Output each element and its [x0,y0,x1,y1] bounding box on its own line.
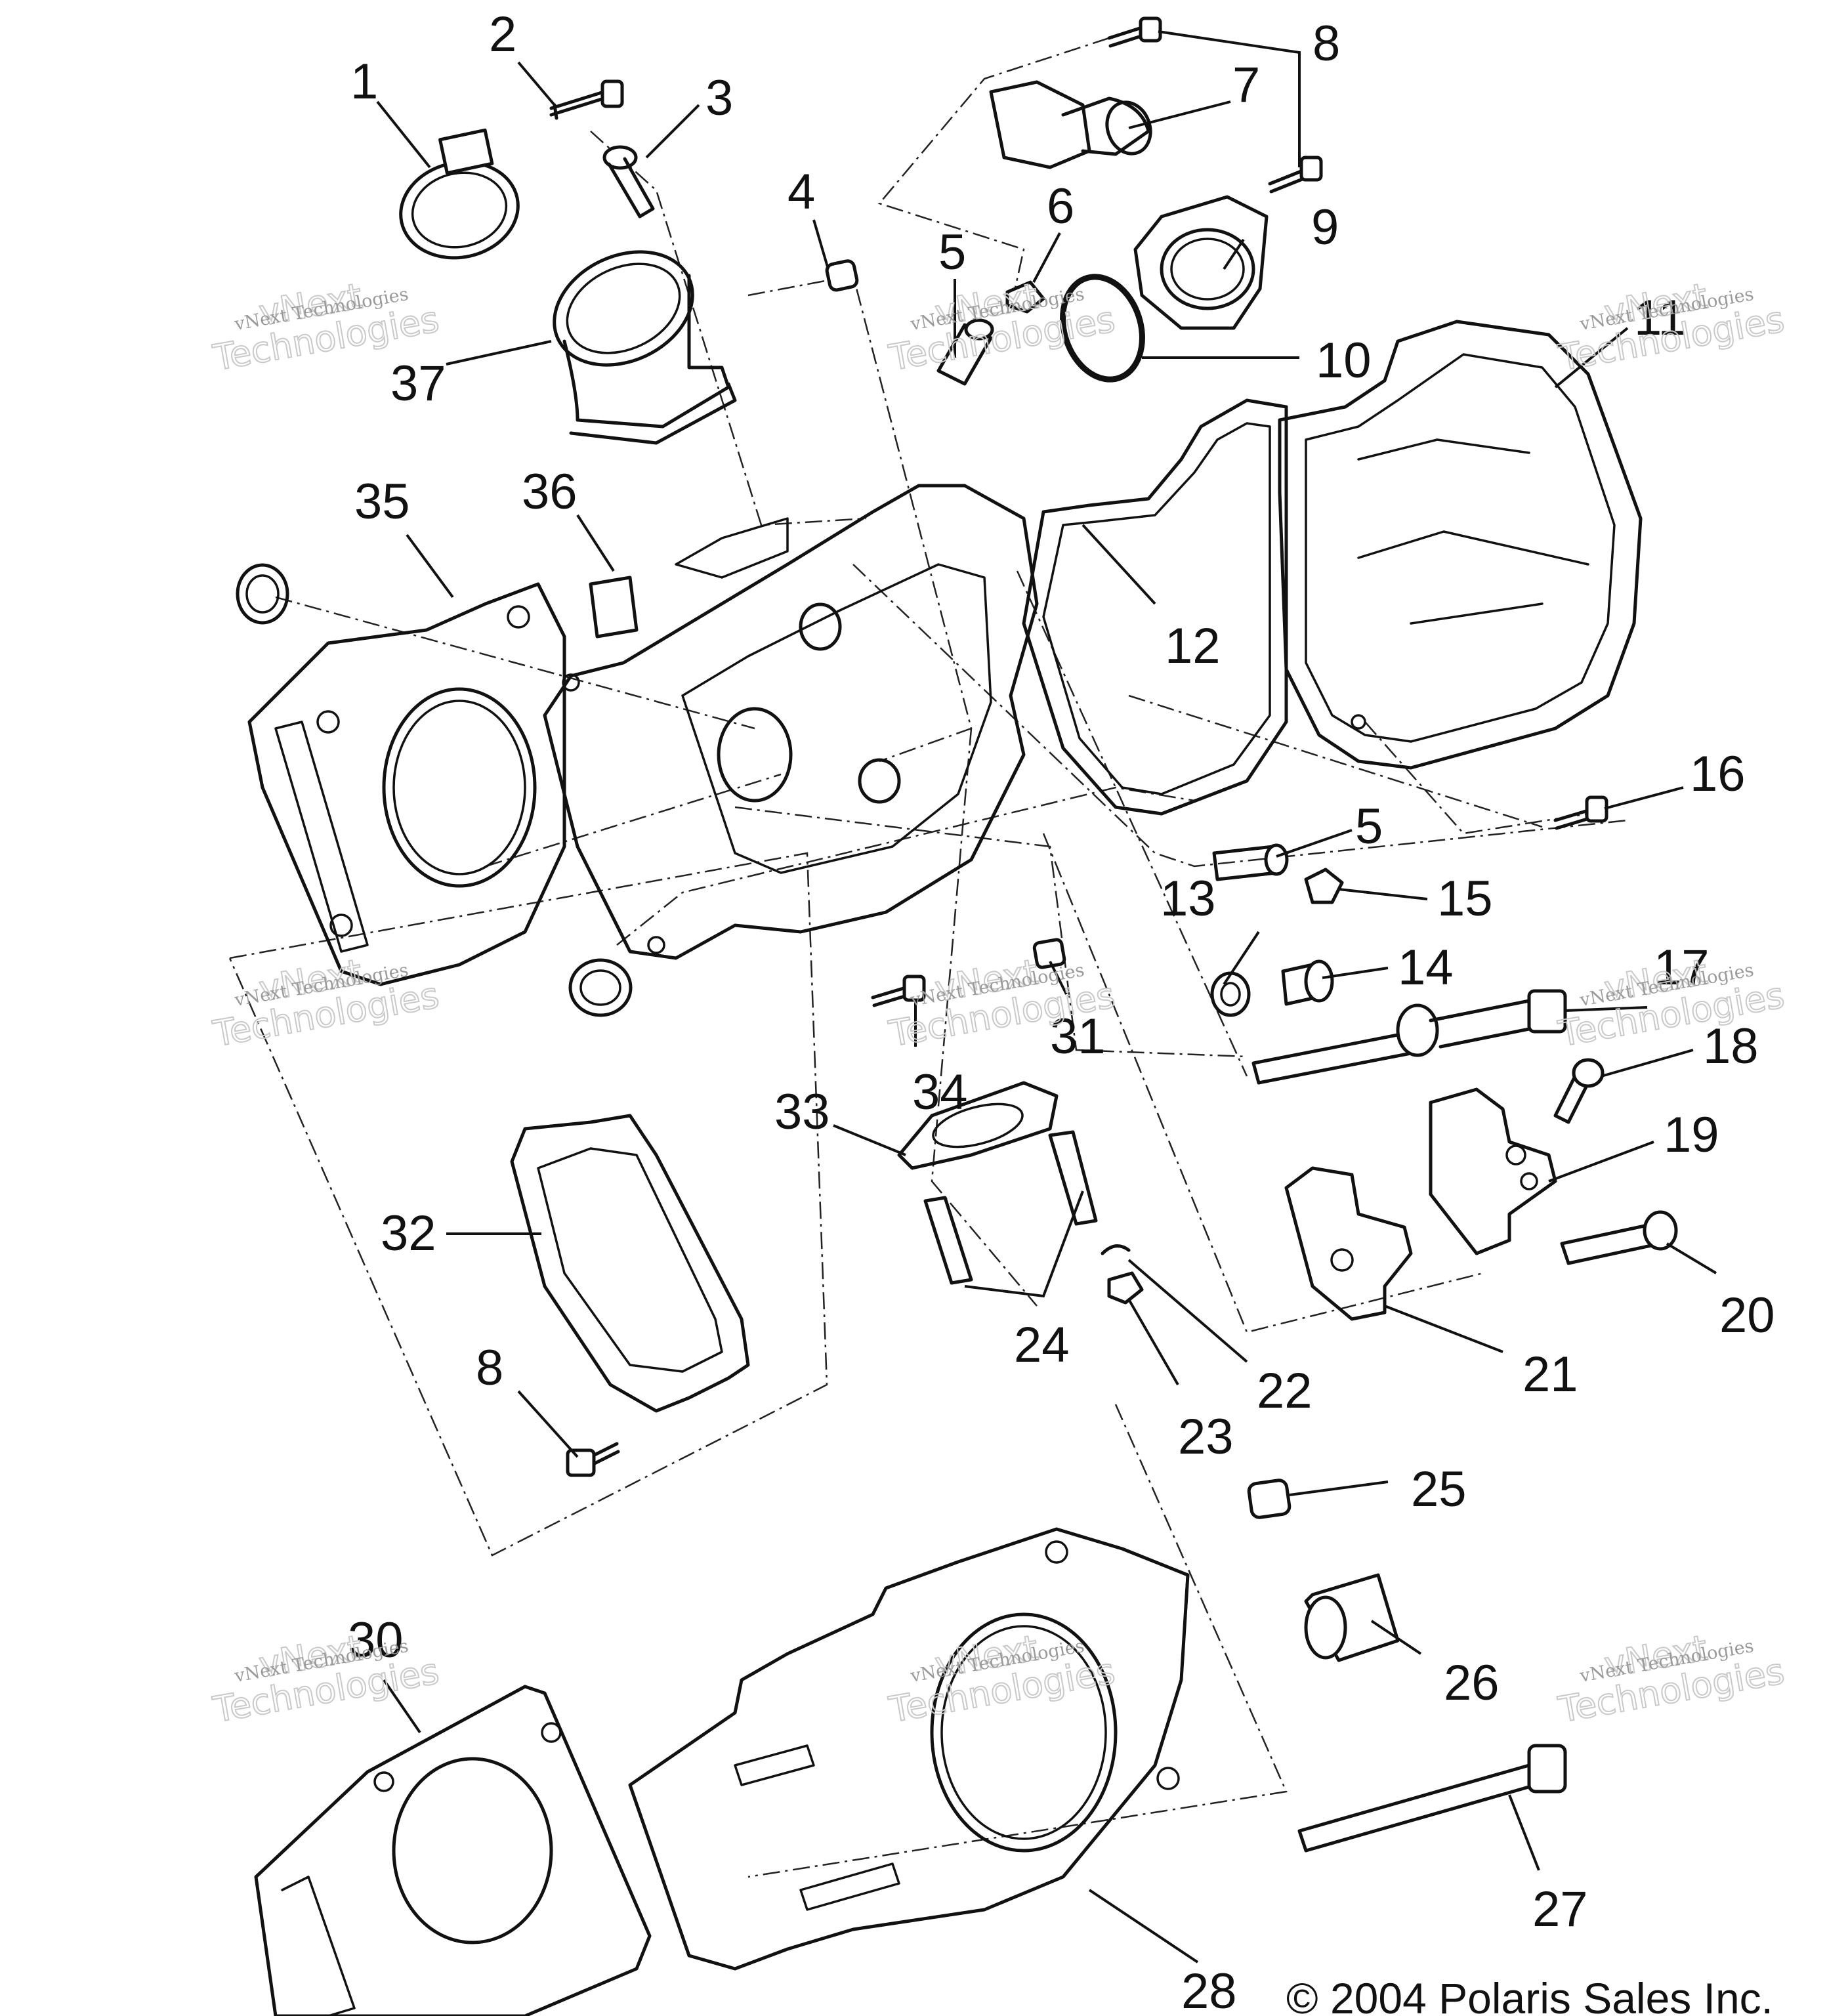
callout-27: 27 [1532,1881,1588,1937]
callout-5b: 5 [1355,799,1383,854]
bolt-icon [1560,1210,1678,1265]
callout-8b: 8 [476,1340,503,1396]
callout-17: 17 [1654,940,1710,996]
callout-18: 18 [1703,1018,1759,1074]
callout-31: 31 [1050,1009,1106,1064]
plug-icon [1281,959,1334,1006]
screw-icon [549,79,624,120]
callout-16: 16 [1690,746,1746,802]
nut-icon [1304,868,1344,904]
stud-icon [1212,843,1289,881]
stud-icon [923,1130,1098,1285]
dowel-pin-icon [1247,1479,1292,1519]
callout-6: 6 [1047,178,1074,234]
callout-3: 3 [705,70,733,126]
head-bolt-icon [1297,1744,1567,1853]
o-ring-icon [1060,274,1145,383]
callout-2: 2 [489,7,516,62]
callout-34: 34 [912,1064,968,1120]
callout-28: 28 [1181,1964,1237,2016]
callout-37: 37 [390,356,446,411]
screw-icon [1107,16,1323,194]
callout-36: 36 [522,464,578,520]
washer-icon [1210,971,1251,1017]
watermark-top-right: vNext vNext Technologies Technologies [1555,274,1788,379]
callout-12: 12 [1165,618,1221,674]
oil-seal-icon [568,958,633,1017]
callout-24: 24 [1014,1317,1070,1373]
watermark-low-left: vNext vNext Technologies Technologies [209,1626,443,1731]
callout-1: 1 [350,54,378,110]
nut-icon [1107,1271,1144,1305]
assembly-dash-lines [228,37,1628,1878]
callout-25: 25 [1411,1461,1467,1517]
callout-8a: 8 [1312,16,1340,72]
valve-cover-gasket-icon [1022,398,1288,816]
callout-35: 35 [354,474,410,530]
oil-seal-icon [236,563,289,625]
callout-5a: 5 [938,224,966,280]
screw-icon [566,1442,620,1477]
callout-4: 4 [788,164,815,220]
bolt-icon [1553,1058,1605,1124]
callout-30: 30 [348,1612,404,1668]
callout-26: 26 [1444,1655,1500,1711]
callout-32: 32 [381,1206,436,1261]
intake-boot-icon [553,250,737,445]
callout-7: 7 [1232,57,1260,113]
callout-13: 13 [1160,871,1216,927]
callout-19: 19 [1664,1107,1719,1163]
bolt-icon [602,145,655,219]
callout-33: 33 [774,1084,830,1140]
valve-cover-icon [1278,320,1643,770]
nut-icon [1005,280,1045,314]
leader-lines [376,30,1717,1964]
thermostat-housing-icon [1133,195,1269,330]
callout-22: 22 [1257,1363,1312,1419]
head-bolt-icon [1251,989,1567,1085]
callout-9: 9 [1311,200,1339,255]
callout-numbers: 1 2 3 4 5 6 7 8 9 10 11 12 13 14 15 16 5… [348,7,1775,2016]
screw-icon [1553,795,1608,830]
base-gasket-icon [254,1685,652,2016]
gasket-icon [897,1081,1059,1170]
screw-icon [871,975,926,1007]
callout-21: 21 [1522,1347,1578,1402]
callout-14: 14 [1398,940,1454,996]
fitting-icon [1304,1573,1400,1662]
dowel-pin-icon [825,259,859,292]
hose-clamp-icon [399,128,520,260]
coolant-elbow-icon [989,80,1152,169]
side-cover-icon [510,1114,750,1413]
callout-20: 20 [1719,1288,1775,1343]
cylinder-icon [628,1527,1190,1971]
watermark-low-right: vNext vNext Technologies Technologies [1555,1626,1788,1731]
copyright-notice: © 2004 Polaris Sales Inc. [1286,1974,1773,2016]
callout-10: 10 [1316,333,1372,388]
callout-23: 23 [1178,1409,1234,1465]
clip-icon [1101,1244,1131,1255]
cylinder-head-icon [543,484,1039,960]
callout-11: 11 [1634,290,1686,346]
head-gasket-icon [247,582,566,986]
callout-15: 15 [1437,871,1493,927]
bracket-icon [1284,1166,1413,1321]
bracket-icon [1429,1087,1557,1255]
